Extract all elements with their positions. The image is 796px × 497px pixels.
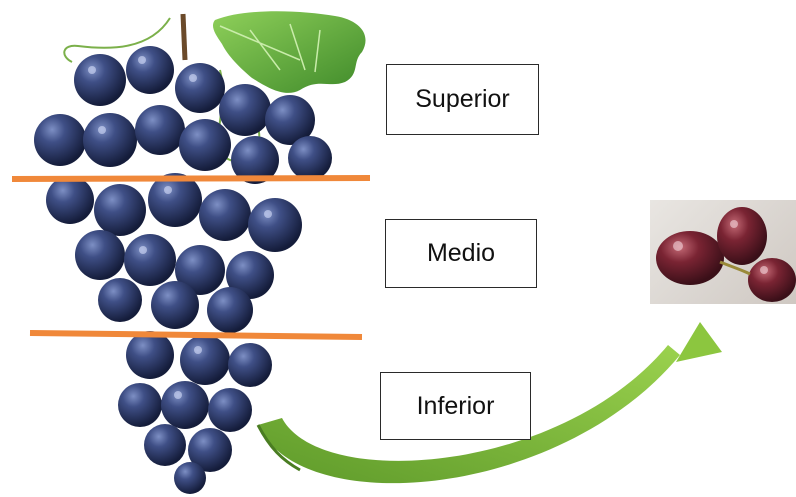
divider-line-lower [29,330,363,340]
divider-line-upper [11,175,371,182]
leaf-icon [212,11,366,93]
label-inferior: Inferior [380,372,531,440]
curved-arrow [256,322,722,484]
label-medio: Medio [385,219,537,288]
label-superior: Superior [386,64,539,135]
detached-grapes-photo [650,200,796,304]
